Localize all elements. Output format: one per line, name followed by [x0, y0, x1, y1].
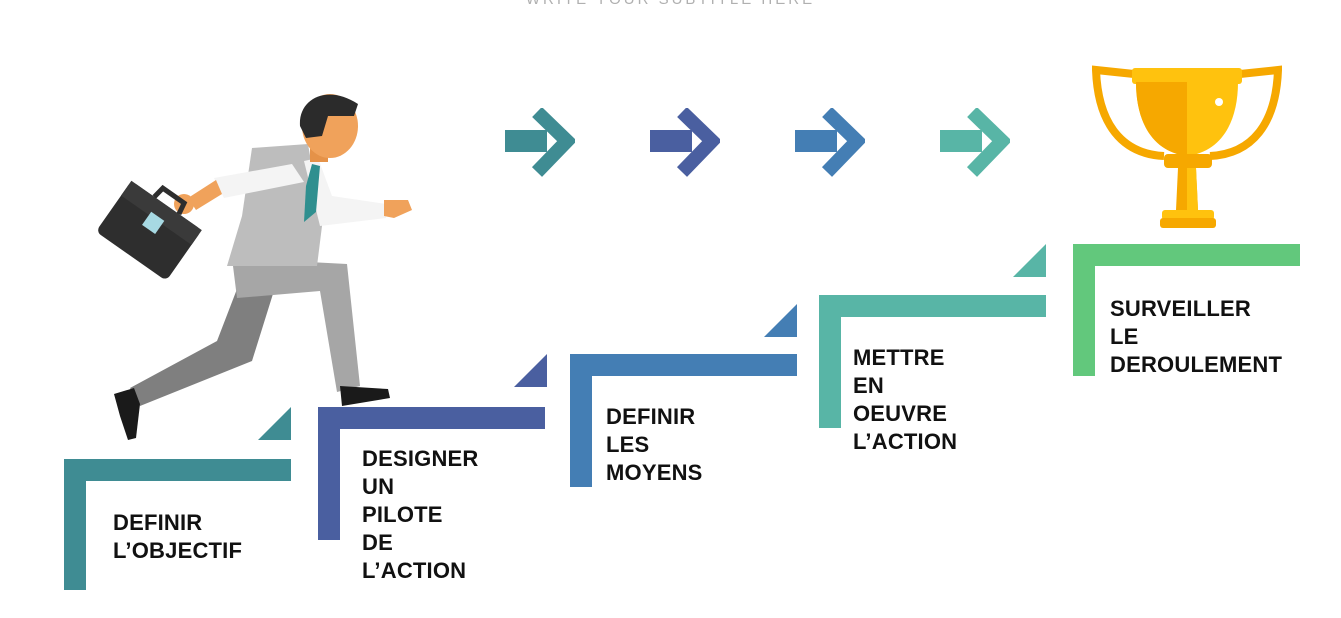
step-2-corner-triangle [514, 354, 547, 387]
trophy-icon [1092, 65, 1282, 228]
businessman-climbing-icon [98, 94, 412, 440]
step-4-vertical-bar [819, 295, 841, 428]
step-3-vertical-bar [570, 354, 592, 487]
step-4-label: METTRE EN OEUVRE L’ACTION [853, 345, 958, 454]
step-1-horizontal-bar [64, 459, 291, 481]
step-5-vertical-bar [1073, 244, 1095, 376]
step-1-corner-triangle [258, 407, 291, 440]
arrow-right-icon [795, 108, 865, 177]
arrow-right-icon [650, 108, 720, 177]
step-5-label: SURVEILLER LE DEROULEMENT [1110, 296, 1283, 377]
step-5-horizontal-bar [1073, 244, 1300, 266]
step-2-vertical-bar [318, 407, 340, 540]
step-3-label: DEFINIR LES MOYENS [606, 404, 703, 485]
step-4-horizontal-bar [819, 295, 1046, 317]
step-1-vertical-bar [64, 459, 86, 590]
step-3-horizontal-bar [570, 354, 797, 376]
step-1-label: DEFINIR L’OBJECTIF [113, 510, 243, 563]
subtitle: WRITE YOUR SUBTITLE HERE [0, 0, 1341, 8]
arrow-right-icon [940, 108, 1010, 177]
step-2-horizontal-bar [318, 407, 545, 429]
arrow-right-icon [505, 108, 575, 177]
step-4-corner-triangle [1013, 244, 1046, 277]
step-3-corner-triangle [764, 304, 797, 337]
step-2-label: DESIGNER UN PILOTE DE L’ACTION [362, 446, 479, 583]
